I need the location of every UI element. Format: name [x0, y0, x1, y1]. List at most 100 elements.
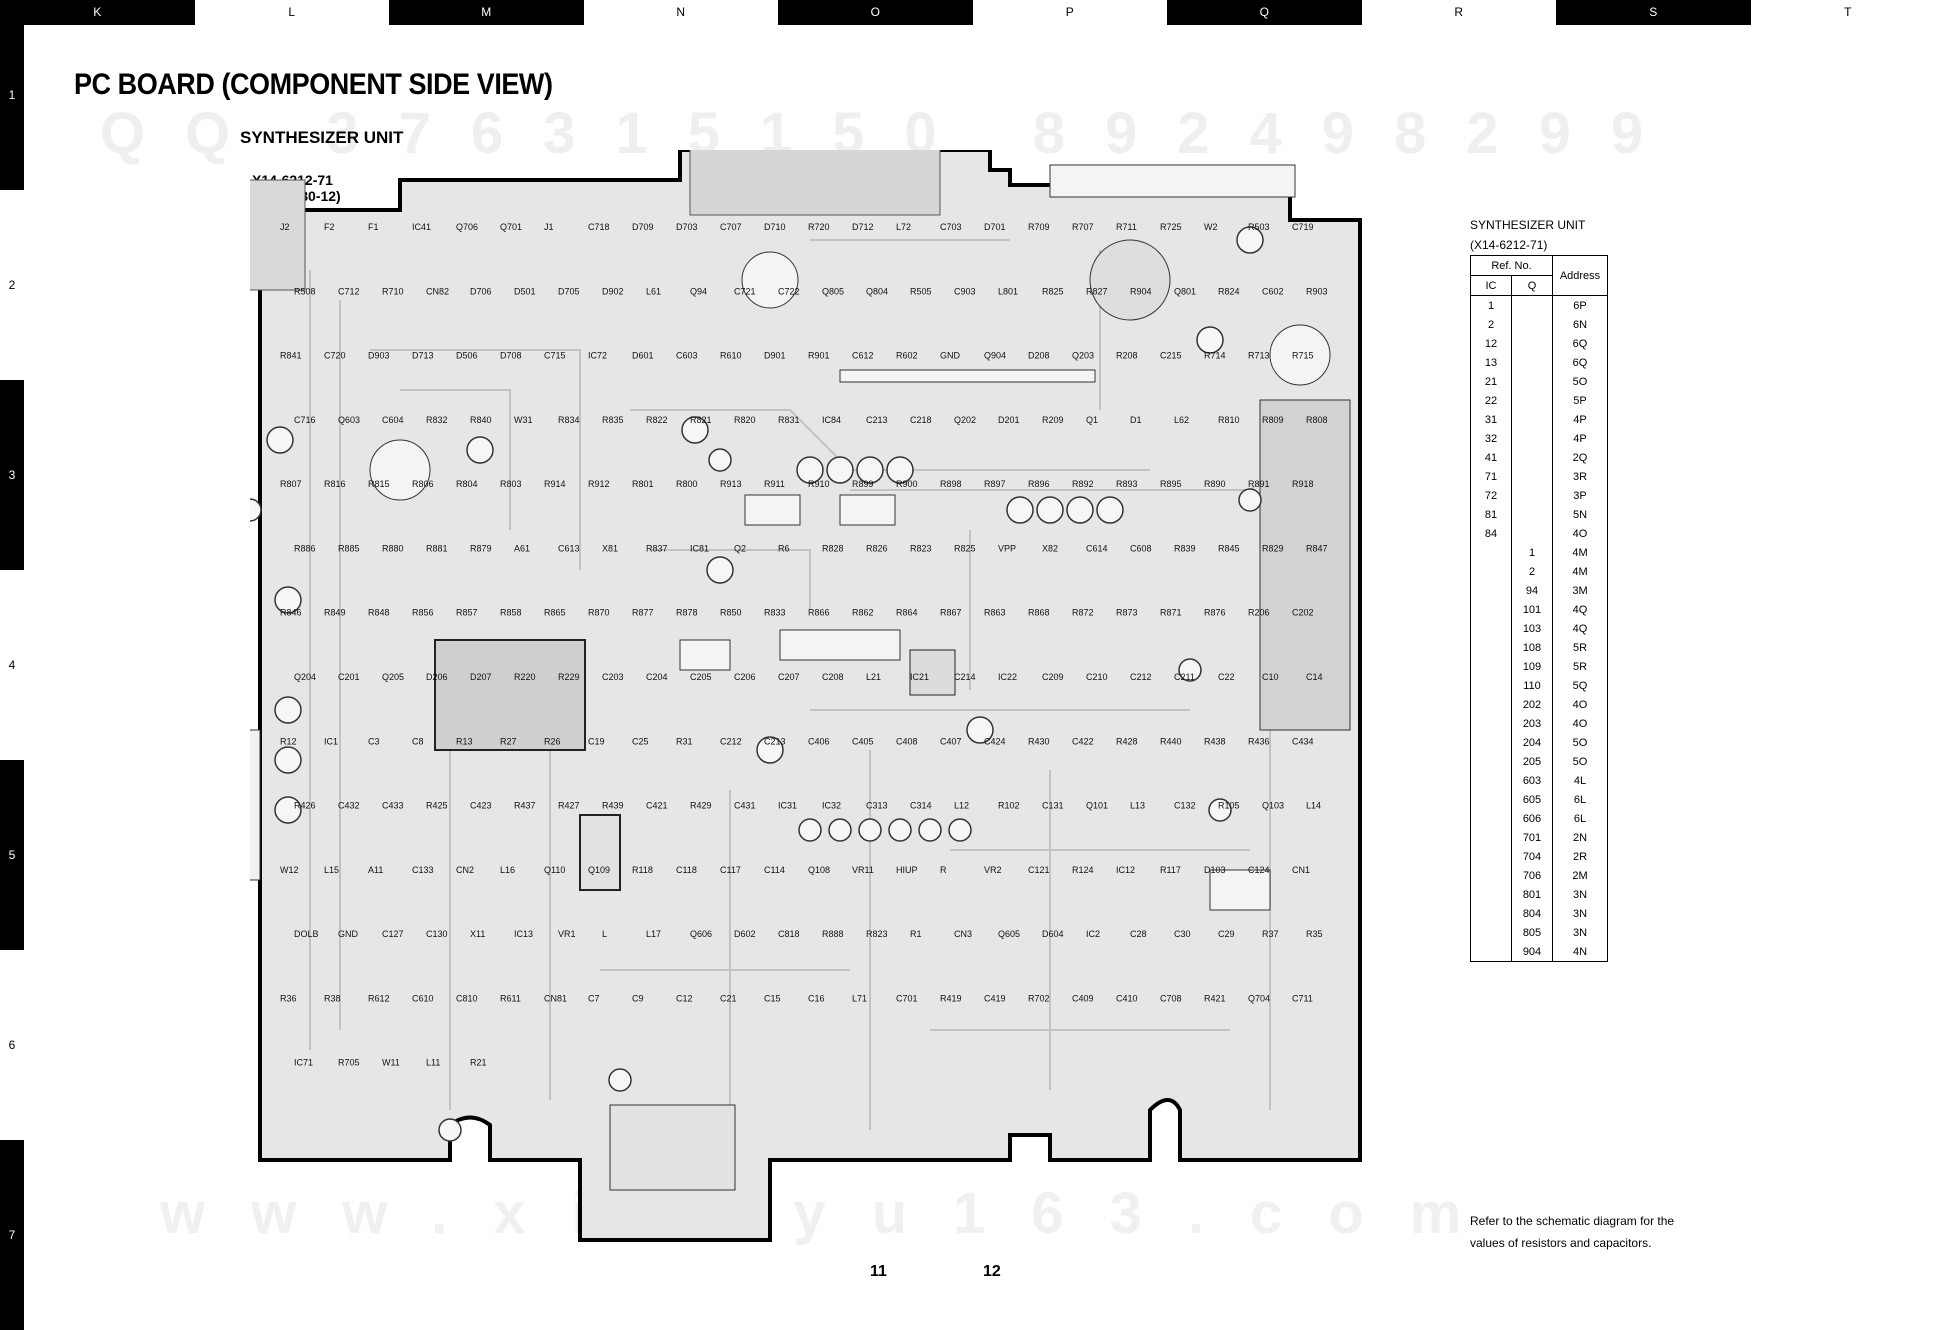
ic22 [780, 630, 900, 660]
component-label: R806 [412, 479, 434, 489]
component-label: C716 [294, 415, 316, 425]
component-label: C431 [734, 801, 756, 811]
table-cell-ic [1471, 790, 1512, 809]
component-label: C7 [588, 993, 600, 1003]
component-label: R430 [1028, 736, 1050, 746]
component-label: L13 [1130, 801, 1145, 811]
schematic-note: Refer to the schematic diagram for the v… [1470, 1210, 1674, 1254]
component-label: R903 [1306, 286, 1328, 296]
component-label: D903 [368, 351, 390, 361]
component-label: R881 [426, 543, 448, 553]
table-cell-q: 203 [1512, 714, 1553, 733]
component-label: R837 [646, 543, 668, 553]
component-label: IC1 [324, 736, 338, 746]
table-cell-q: 603 [1512, 771, 1553, 790]
component-label: R35 [1306, 929, 1323, 939]
component-label: C29 [1218, 929, 1235, 939]
table-header-ic: IC [1471, 276, 1512, 296]
component-label: D709 [632, 222, 654, 232]
component-label: C203 [602, 672, 624, 682]
table-cell-q [1512, 334, 1553, 353]
component-label: R876 [1204, 608, 1226, 618]
table-cell-q: 804 [1512, 904, 1553, 923]
unit-subtitle: SYNTHESIZER UNIT [240, 128, 403, 148]
component-label: C432 [338, 801, 360, 811]
component-label: R886 [294, 543, 316, 553]
component-label: R832 [426, 415, 448, 425]
component-label: C206 [734, 672, 756, 682]
component-label: D712 [852, 222, 874, 232]
component-label: C124 [1248, 865, 1270, 875]
table-cell-q [1512, 448, 1553, 467]
table-title-line: (X14-6212-71) [1470, 235, 1585, 255]
component-label: IC22 [998, 672, 1017, 682]
component-label: R21 [470, 1058, 487, 1068]
component-label: Q701 [500, 222, 522, 232]
component-label: R850 [720, 608, 742, 618]
component-label: R815 [368, 479, 390, 489]
component-label: R846 [280, 608, 302, 618]
component-label: C131 [1042, 801, 1064, 811]
component-label: R711 [1116, 222, 1137, 232]
component-label: C210 [1086, 672, 1108, 682]
table-cell-ic: 13 [1471, 353, 1512, 372]
component-label: L61 [646, 286, 661, 296]
table-cell-ic: 21 [1471, 372, 1512, 391]
component-label: IC13 [514, 929, 533, 939]
component-label: R900 [896, 479, 918, 489]
component-label: C209 [1042, 672, 1064, 682]
component-label: Q2 [734, 543, 746, 553]
component-label: R822 [646, 415, 668, 425]
table-cell-addr: 4P [1553, 410, 1608, 429]
component-label: C12 [676, 993, 693, 1003]
table-cell-addr: 6N [1553, 315, 1608, 334]
component-label: R436 [1248, 736, 1270, 746]
table-cell-addr: 6Q [1553, 334, 1608, 353]
component-label: Q603 [338, 415, 360, 425]
component-label: C133 [412, 865, 434, 875]
table-cell-addr: 5O [1553, 372, 1608, 391]
component-label: R720 [808, 222, 830, 232]
table-cell-q [1512, 296, 1553, 316]
component-label: R13 [456, 736, 473, 746]
component-label: L62 [1174, 415, 1189, 425]
component-label: R440 [1160, 736, 1182, 746]
component-label: IC72 [588, 351, 607, 361]
component-label: C721 [734, 286, 756, 296]
component-label: R856 [412, 608, 434, 618]
table-cell-addr: 4Q [1553, 600, 1608, 619]
component-label: C28 [1130, 929, 1147, 939]
component-label: Q202 [954, 415, 976, 425]
component-label: R878 [676, 608, 698, 618]
component-label: R437 [514, 801, 536, 811]
table-cell-ic [1471, 543, 1512, 562]
component-label: HIUP [896, 865, 918, 875]
component-label: C708 [1160, 993, 1182, 1003]
table-cell-addr: 4L [1553, 771, 1608, 790]
table-cell-ic [1471, 714, 1512, 733]
component-label: R833 [764, 608, 786, 618]
component-label: C719 [1292, 222, 1314, 232]
component-label: IC2 [1086, 929, 1100, 939]
component-label: R873 [1116, 608, 1138, 618]
table-cell-q: 101 [1512, 600, 1553, 619]
component-label: R208 [1116, 351, 1138, 361]
component-label: C127 [382, 929, 404, 939]
ruler-cell: L [195, 0, 390, 25]
component-label: C711 [1292, 993, 1313, 1003]
component-label: R865 [544, 608, 566, 618]
component-label: C407 [940, 736, 962, 746]
table-cell-ic [1471, 942, 1512, 962]
component-label: R857 [456, 608, 478, 618]
component-label: C313 [866, 801, 888, 811]
component-label: R31 [676, 736, 693, 746]
component-label: R206 [1248, 608, 1270, 618]
